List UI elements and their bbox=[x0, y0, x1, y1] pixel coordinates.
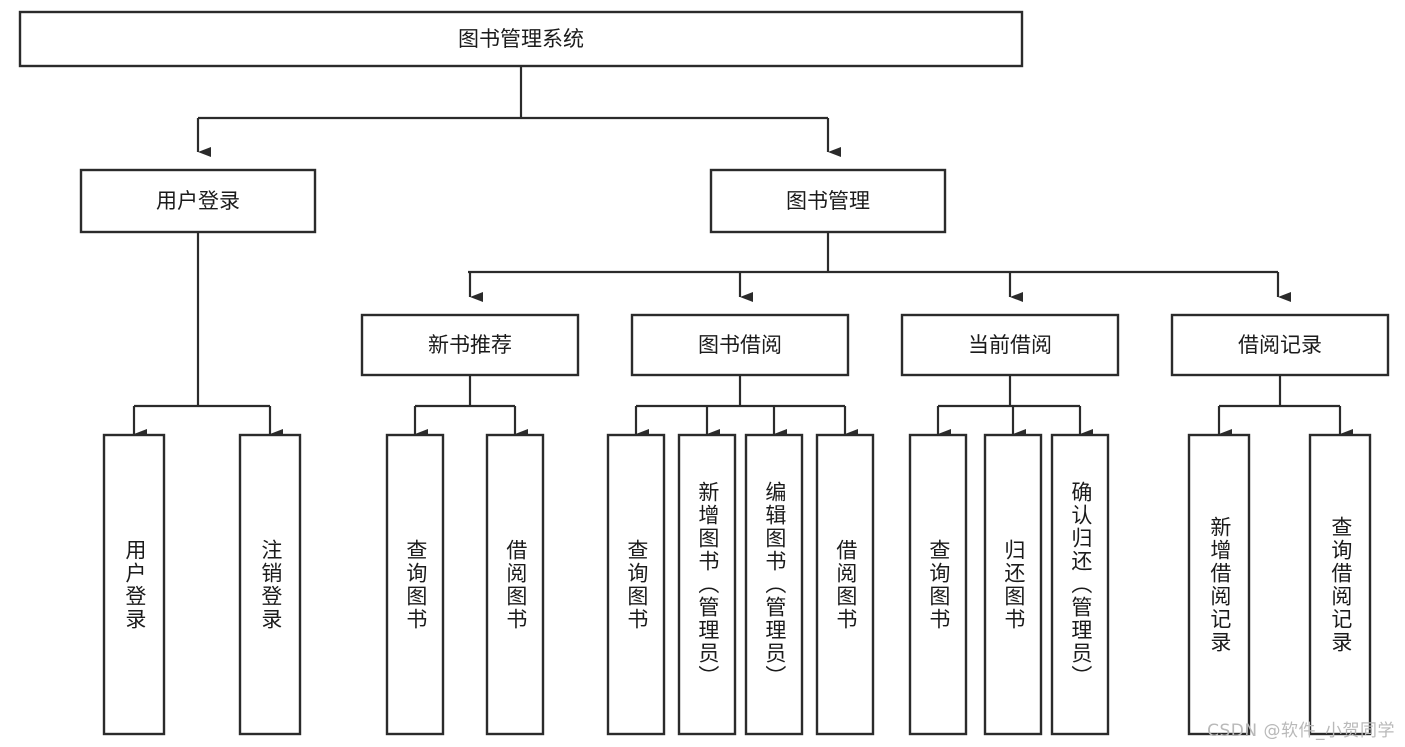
book-borrow-label: 图书借阅 bbox=[698, 333, 782, 357]
leaf-edit-book-box[interactable] bbox=[744, 433, 804, 736]
leaf-node-return-book[interactable]: 归还图书 bbox=[983, 433, 1043, 736]
borrow-record-box[interactable] bbox=[1170, 313, 1390, 377]
leaf-return-book-label: 归还图书 bbox=[1001, 538, 1026, 631]
user-login-box[interactable] bbox=[79, 168, 317, 234]
current-borrow-box[interactable] bbox=[900, 313, 1120, 377]
book-borrow-box[interactable] bbox=[630, 313, 850, 377]
book-manage-label: 图书管理 bbox=[786, 189, 870, 213]
leaf-node-add-book[interactable]: 新增图书（管理员） bbox=[677, 433, 737, 736]
leaf-node-borrow-book-1[interactable]: 借阅图书 bbox=[485, 433, 545, 736]
node-root[interactable]: 图书管理系统 bbox=[18, 10, 1024, 68]
leaf-add-record-box[interactable] bbox=[1187, 433, 1251, 736]
edge-user-login-to-leaves bbox=[132, 232, 283, 439]
leaf-node-confirm-return[interactable]: 确认归还（管理员） bbox=[1050, 433, 1110, 736]
leaf-query-book-1-label: 查询图书 bbox=[403, 538, 428, 631]
node-user-login[interactable]: 用户登录 bbox=[79, 168, 317, 234]
leaf-node-query-book-1[interactable]: 查询图书 bbox=[385, 433, 445, 736]
edge-book-manage-to-level3 bbox=[468, 232, 1291, 302]
leaf-return-book-box[interactable] bbox=[983, 433, 1043, 736]
leaf-node-query-book-2[interactable]: 查询图书 bbox=[606, 433, 666, 736]
leaf-add-book-box[interactable] bbox=[677, 433, 737, 736]
borrow-record-label: 借阅记录 bbox=[1238, 333, 1322, 357]
edge-borrow-record-to-leaves bbox=[1217, 375, 1353, 439]
new-book-recommend-label: 新书推荐 bbox=[428, 333, 512, 357]
connector-layer bbox=[132, 66, 1353, 439]
root-box[interactable] bbox=[18, 10, 1024, 68]
root-label: 图书管理系统 bbox=[458, 27, 584, 51]
leaf-query-book-3-label: 查询图书 bbox=[926, 538, 951, 631]
leaf-node-edit-book[interactable]: 编辑图书（管理员） bbox=[744, 433, 804, 736]
leaf-confirm-return-box[interactable] bbox=[1050, 433, 1110, 736]
leaf-user-login-box[interactable] bbox=[102, 433, 166, 736]
leaf-query-book-2-label: 查询图书 bbox=[624, 538, 649, 631]
leaf-query-book-1-box[interactable] bbox=[385, 433, 445, 736]
leaf-add-record-label: 新增借阅记录 bbox=[1207, 515, 1232, 654]
leaf-query-book-3-box[interactable] bbox=[908, 433, 968, 736]
leaf-logout-box[interactable] bbox=[238, 433, 302, 736]
leaf-node-add-record[interactable]: 新增借阅记录 bbox=[1187, 433, 1251, 736]
edge-root-to-level2 bbox=[196, 66, 841, 157]
current-borrow-label: 当前借阅 bbox=[968, 333, 1052, 357]
leaf-edit-book-label: 编辑图书（管理员） bbox=[762, 481, 787, 688]
leaf-node-user-login[interactable]: 用户登录 bbox=[102, 433, 166, 736]
leaf-confirm-return-label: 确认归还（管理员） bbox=[1068, 481, 1093, 688]
leaf-borrow-book-2-box[interactable] bbox=[815, 433, 875, 736]
user-login-label: 用户登录 bbox=[156, 189, 240, 213]
leaf-node-query-record[interactable]: 查询借阅记录 bbox=[1308, 433, 1372, 736]
node-borrow-record[interactable]: 借阅记录 bbox=[1170, 313, 1390, 377]
leaf-user-login-label: 用户登录 bbox=[122, 538, 147, 631]
node-current-borrow[interactable]: 当前借阅 bbox=[900, 313, 1120, 377]
leaf-node-borrow-book-2[interactable]: 借阅图书 bbox=[815, 433, 875, 736]
leaf-node-logout[interactable]: 注销登录 bbox=[238, 433, 302, 736]
node-book-borrow[interactable]: 图书借阅 bbox=[630, 313, 850, 377]
edge-current-borrow-to-leaves bbox=[936, 375, 1093, 439]
leaf-borrow-book-1-box[interactable] bbox=[485, 433, 545, 736]
edge-book-borrow-to-leaves bbox=[634, 375, 858, 439]
leaf-borrow-book-1-label: 借阅图书 bbox=[503, 538, 528, 631]
leaf-borrow-book-2-label: 借阅图书 bbox=[833, 538, 858, 631]
leaf-add-book-label: 新增图书（管理员） bbox=[695, 481, 720, 688]
leaf-query-record-label: 查询借阅记录 bbox=[1328, 515, 1353, 654]
new-book-recommend-box[interactable] bbox=[360, 313, 580, 377]
leaf-query-record-box[interactable] bbox=[1308, 433, 1372, 736]
leaf-query-book-2-box[interactable] bbox=[606, 433, 666, 736]
leaf-node-query-book-3[interactable]: 查询图书 bbox=[908, 433, 968, 736]
leaf-logout-label: 注销登录 bbox=[258, 538, 283, 631]
book-manage-box[interactable] bbox=[709, 168, 947, 234]
node-new-book-recommend[interactable]: 新书推荐 bbox=[360, 313, 580, 377]
edge-new-book-recommend-to-leaves bbox=[413, 375, 528, 439]
node-book-manage[interactable]: 图书管理 bbox=[709, 168, 947, 234]
